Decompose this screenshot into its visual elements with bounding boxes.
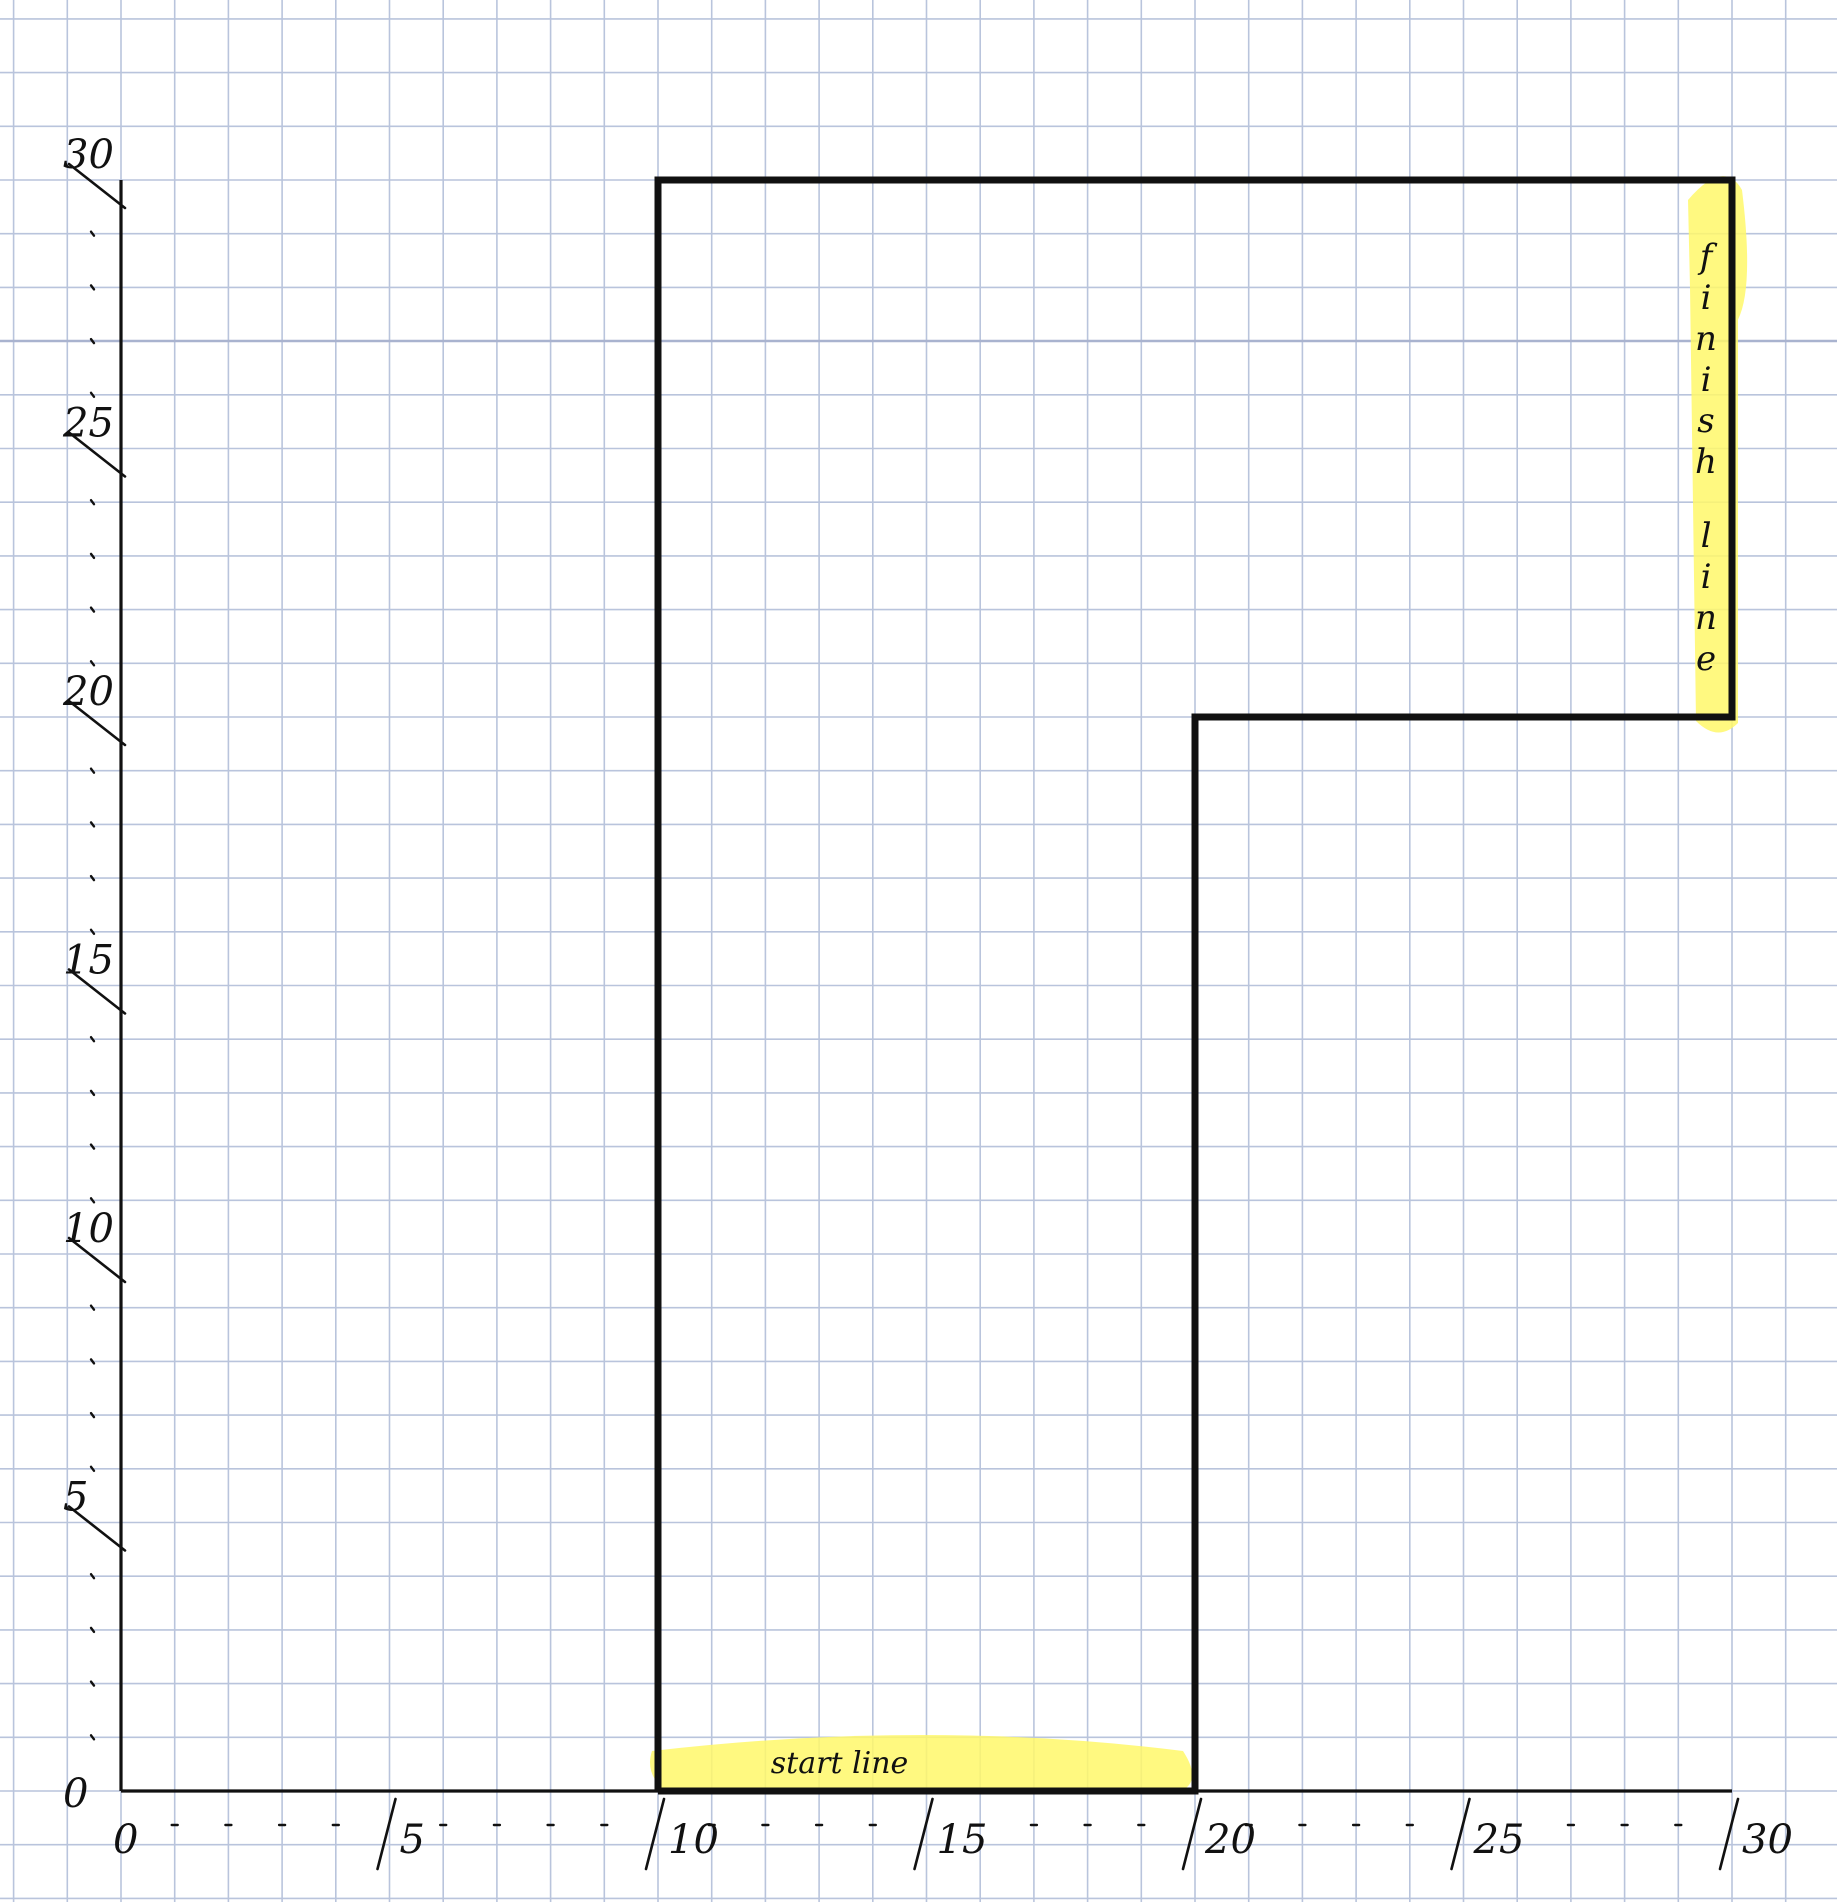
- y-axis-tick-slash: [67, 699, 127, 747]
- y-axis-dot: [89, 874, 96, 882]
- x-axis-tick-slash: [1718, 1797, 1740, 1871]
- y-axis-dot: [89, 230, 96, 237]
- y-axis-dot: [89, 1680, 96, 1687]
- y-axis-dot: [89, 1358, 96, 1365]
- y-axis-dot: [89, 606, 96, 613]
- y-axis-tick-slash: [67, 1236, 127, 1284]
- track-outline: [654, 176, 1736, 1795]
- x-axis-tick-slash: [644, 1797, 666, 1871]
- y-axis-dot: [89, 499, 96, 506]
- y-axis-tick-label: 20: [62, 669, 114, 715]
- y-axis-dot: [89, 552, 96, 560]
- y-axis-tick-label: 25: [62, 401, 114, 447]
- y-axis-dot: [89, 1734, 96, 1741]
- x-axis-tick-slash: [913, 1797, 934, 1871]
- y-axis-ticks: 0 5 10 15 20 25 30: [62, 132, 127, 1817]
- y-axis-tick-label: 10: [63, 1206, 114, 1252]
- x-axis-tick-label: 20: [1204, 1817, 1256, 1863]
- x-axis-tick-label: 15: [937, 1817, 988, 1863]
- y-axis-tick-label: 5: [63, 1475, 88, 1521]
- x-axis-tick-label: 10: [668, 1817, 719, 1863]
- y-axis-dot: [89, 1035, 96, 1043]
- y-axis-dot: [89, 1626, 96, 1634]
- y-axis-dot: [89, 1197, 96, 1204]
- y-axis-tick-label: 0: [63, 1771, 88, 1817]
- x-axis-tick-slash: [1450, 1797, 1471, 1871]
- y-axis-dot: [89, 928, 96, 935]
- x-axis-tick-slash: [376, 1797, 397, 1871]
- y-axis-tick-label: 15: [63, 938, 114, 984]
- y-axis-dot: [89, 660, 96, 667]
- x-axis-tick-label: 30: [1742, 1817, 1793, 1863]
- y-axis-dot: [89, 391, 96, 398]
- y-axis-dot: [89, 1143, 96, 1150]
- x-axis-tick-slash: [1181, 1797, 1203, 1871]
- y-axis-dot: [89, 1465, 96, 1473]
- x-axis-tick-label: 5: [400, 1817, 425, 1863]
- y-axis-dot: [89, 821, 96, 828]
- y-axis-tick-slash: [67, 968, 127, 1015]
- x-axis-tick-label: 0: [113, 1817, 138, 1863]
- y-axis-dot: [89, 767, 96, 774]
- y-axis-dot: [89, 1572, 96, 1580]
- axis-dot-marks: [89, 230, 1683, 1827]
- start-line-highlight: [650, 1735, 1193, 1793]
- y-axis-dot: [89, 1411, 96, 1419]
- y-axis-tick-slash: [67, 1505, 127, 1552]
- start-line-label: start line: [771, 1746, 909, 1781]
- y-axis-tick-slash: [67, 431, 127, 478]
- y-axis-dot: [89, 284, 96, 291]
- x-axis-tick-label: 25: [1473, 1817, 1525, 1863]
- y-axis-tick-slash: [67, 162, 127, 210]
- x-axis-ticks: 0 5 10 15 20 25 30: [113, 1797, 1793, 1871]
- y-axis-dot: [89, 1089, 96, 1097]
- y-axis-tick-label: 30: [63, 132, 114, 178]
- y-axis-dot: [89, 337, 96, 345]
- y-axis-dot: [89, 1304, 96, 1311]
